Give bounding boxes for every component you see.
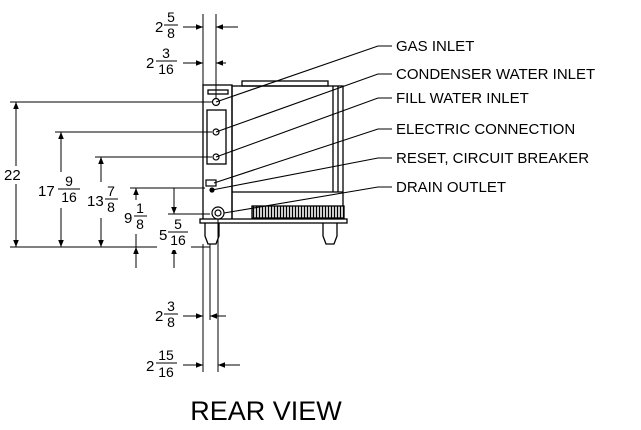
dim-bottom-2-3-8: 2 3 8 bbox=[155, 298, 178, 330]
svg-text:5: 5 bbox=[159, 227, 167, 244]
svg-text:2: 2 bbox=[155, 308, 163, 325]
svg-text:16: 16 bbox=[170, 232, 186, 248]
callout-reset-circuit-breaker: RESET, CIRCUIT BREAKER bbox=[396, 150, 589, 167]
dim-electric-height: 9 1 8 bbox=[123, 200, 149, 234]
svg-text:9: 9 bbox=[65, 173, 73, 189]
callout-drain-outlet: DRAIN OUTLET bbox=[396, 179, 506, 196]
svg-text:2: 2 bbox=[146, 55, 154, 72]
svg-text:16: 16 bbox=[158, 61, 174, 77]
svg-text:17: 17 bbox=[38, 183, 55, 200]
dim-fill-height: 13 7 8 bbox=[86, 182, 122, 218]
unit-outline bbox=[199, 80, 348, 245]
svg-text:5: 5 bbox=[174, 216, 182, 232]
svg-text:16: 16 bbox=[158, 364, 174, 380]
callout-condenser-water-inlet: CONDENSER WATER INLET bbox=[396, 66, 595, 83]
dim-condenser-height: 17 9 16 bbox=[37, 172, 81, 208]
svg-text:1: 1 bbox=[136, 200, 144, 216]
svg-text:9: 9 bbox=[124, 210, 132, 227]
dim-top-2-3-16: 2 3 16 bbox=[146, 45, 177, 77]
dim-top-2-5-8: 2 5 8 bbox=[155, 9, 178, 41]
electric-connection-point bbox=[205, 179, 217, 187]
callout-electric-connection: ELECTRIC CONNECTION bbox=[396, 121, 575, 138]
view-title: REAR VIEW bbox=[190, 396, 342, 426]
callout-fill-water-inlet: FILL WATER INLET bbox=[396, 90, 529, 107]
svg-text:22: 22 bbox=[4, 167, 21, 184]
svg-text:8: 8 bbox=[167, 25, 175, 41]
svg-text:16: 16 bbox=[61, 189, 77, 205]
svg-text:3: 3 bbox=[162, 45, 170, 61]
svg-text:7: 7 bbox=[107, 183, 115, 199]
svg-text:13: 13 bbox=[87, 193, 104, 210]
svg-text:8: 8 bbox=[167, 314, 175, 330]
dim-overall-height: 22 bbox=[1, 166, 27, 184]
callout-gas-inlet: GAS INLET bbox=[396, 38, 474, 55]
svg-text:2: 2 bbox=[155, 19, 163, 36]
svg-text:8: 8 bbox=[107, 199, 115, 215]
svg-text:2: 2 bbox=[146, 358, 154, 375]
svg-text:3: 3 bbox=[167, 298, 175, 314]
svg-text:15: 15 bbox=[158, 347, 174, 363]
dim-drain-height: 5 5 16 bbox=[157, 216, 191, 250]
dim-bottom-2-15-16: 2 15 16 bbox=[146, 347, 177, 380]
svg-text:8: 8 bbox=[136, 216, 144, 232]
svg-text:5: 5 bbox=[167, 9, 175, 25]
